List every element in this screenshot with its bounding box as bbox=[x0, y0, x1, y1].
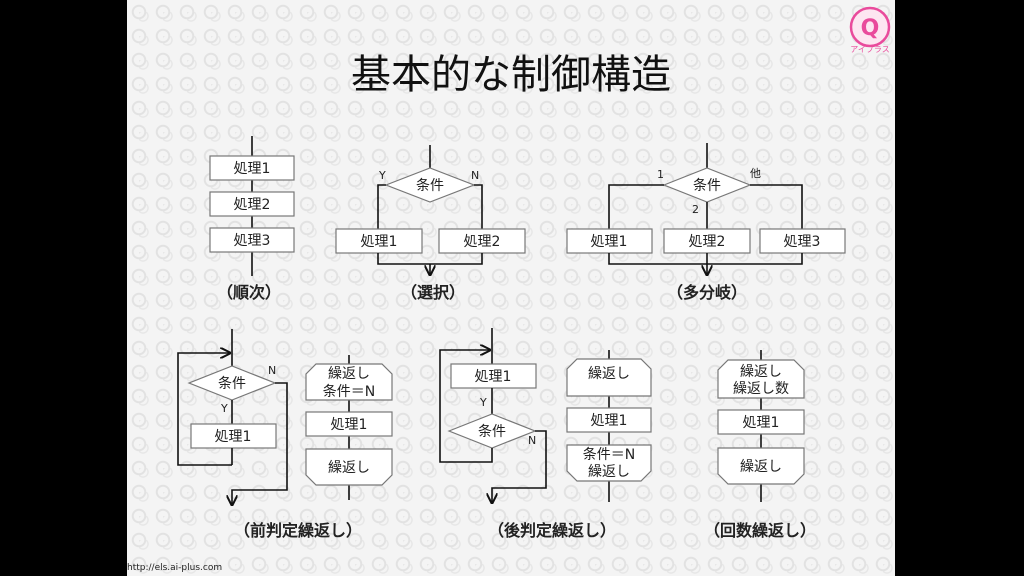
process-label-1: 処理1 bbox=[331, 417, 368, 433]
process-label-3: 処理3 bbox=[234, 233, 271, 249]
caption-post-test-loop: （後判定繰返し） bbox=[488, 521, 616, 540]
caption-pre-test-loop: （前判定繰返し） bbox=[234, 521, 362, 540]
pre-test-loop-flowchart: 条件 N Y 処理1 bbox=[177, 329, 288, 505]
exit-arrow-icon bbox=[492, 430, 547, 503]
post-test-loop-flowchart: 処理1 Y 条件 N bbox=[439, 328, 547, 503]
loop-start-symbol bbox=[566, 358, 652, 397]
process-box-1 bbox=[566, 228, 653, 254]
condition-label: 条件 bbox=[478, 423, 506, 440]
aiplus-logo: Q アイプラス bbox=[849, 6, 891, 54]
loop-back-arrow-icon bbox=[177, 353, 232, 466]
loop-condition-label: 条件＝N bbox=[583, 446, 635, 463]
process-box-2 bbox=[209, 191, 295, 217]
no-label: N bbox=[528, 434, 536, 447]
post-test-loop-symbols: 繰返し 処理1 条件＝N 繰返し （後判定繰返し） bbox=[488, 350, 652, 540]
logo-letter: Q bbox=[861, 16, 880, 41]
loop-start-symbol bbox=[305, 363, 393, 401]
condition-label: 条件 bbox=[416, 177, 444, 194]
caption-sequence: （順次） bbox=[217, 283, 281, 302]
caption-multi-branch: （多分岐） bbox=[667, 283, 747, 302]
process-label-1: 処理1 bbox=[475, 369, 512, 385]
selection-flowchart: 条件 Y N 処理1 処理2 （選択） bbox=[335, 145, 526, 302]
process-label-1: 処理1 bbox=[215, 429, 252, 445]
process-box-1 bbox=[335, 228, 423, 254]
slide bbox=[127, 0, 895, 576]
multi-branch-flowchart: 条件 1 2 他 処理1 処理2 処理3 （多分岐） bbox=[566, 143, 846, 302]
process-box-1 bbox=[450, 363, 537, 389]
slide-title: 基本的な制御構造 bbox=[351, 52, 671, 98]
process-label-1: 処理1 bbox=[743, 415, 780, 431]
count-loop-symbols: 繰返し 繰返し数 処理1 繰返し （回数繰返し） bbox=[704, 350, 816, 540]
process-box-1 bbox=[190, 423, 277, 449]
process-box-3 bbox=[209, 227, 295, 253]
process-box-1 bbox=[566, 407, 652, 433]
process-box-3 bbox=[759, 228, 846, 254]
process-label-1: 処理1 bbox=[591, 413, 628, 429]
process-box-1 bbox=[305, 411, 393, 437]
process-label-1: 処理1 bbox=[361, 234, 398, 250]
sequence-flowchart: 処理1 処理2 処理3 （順次） bbox=[209, 136, 295, 302]
caption-selection: （選択） bbox=[401, 283, 465, 302]
yes-label: Y bbox=[479, 396, 487, 409]
process-label-3: 処理3 bbox=[784, 234, 821, 250]
logo-text: アイプラス bbox=[850, 45, 889, 54]
yes-label: Y bbox=[220, 402, 228, 415]
loop-end-symbol bbox=[566, 444, 652, 482]
process-box-1 bbox=[209, 155, 295, 181]
loop-count-label: 繰返し数 bbox=[733, 381, 789, 397]
no-label: N bbox=[471, 169, 479, 182]
loop-start-label: 繰返し bbox=[740, 364, 782, 380]
pre-test-loop-symbols: 繰返し 条件＝N 処理1 繰返し （前判定繰返し） bbox=[234, 355, 393, 540]
exit-arrow-icon bbox=[232, 382, 288, 505]
loop-end-label: 繰返し bbox=[740, 459, 782, 475]
loop-back-arrow-icon bbox=[439, 350, 493, 463]
yes-label: Y bbox=[378, 169, 386, 182]
process-label-1: 処理1 bbox=[234, 161, 271, 177]
process-box-1 bbox=[717, 409, 805, 435]
process-label-2: 処理2 bbox=[689, 234, 726, 250]
loop-end-symbol bbox=[305, 448, 393, 486]
no-label: N bbox=[268, 364, 276, 377]
loop-end-label: 繰返し bbox=[588, 464, 630, 480]
loop-start-symbol bbox=[717, 359, 805, 399]
logo-circle-icon bbox=[849, 6, 891, 48]
loop-start-label: 繰返し bbox=[588, 366, 630, 382]
process-label-2: 処理2 bbox=[464, 234, 501, 250]
loop-start-label: 繰返し bbox=[328, 366, 370, 382]
footer-url: http://els.ai-plus.com bbox=[127, 563, 223, 573]
loop-condition-label: 条件＝N bbox=[323, 383, 375, 400]
caption-count-loop: （回数繰返し） bbox=[704, 521, 816, 540]
branch-1-label: 1 bbox=[657, 168, 664, 181]
process-label-2: 処理2 bbox=[234, 197, 271, 213]
condition-label: 条件 bbox=[693, 177, 721, 194]
condition-label: 条件 bbox=[218, 375, 246, 392]
branch-2-label: 2 bbox=[692, 203, 699, 216]
loop-end-label: 繰返し bbox=[328, 460, 370, 476]
process-label-1: 処理1 bbox=[591, 234, 628, 250]
process-box-2 bbox=[438, 228, 526, 254]
branch-other-label: 他 bbox=[750, 167, 761, 180]
loop-end-symbol bbox=[717, 447, 805, 485]
